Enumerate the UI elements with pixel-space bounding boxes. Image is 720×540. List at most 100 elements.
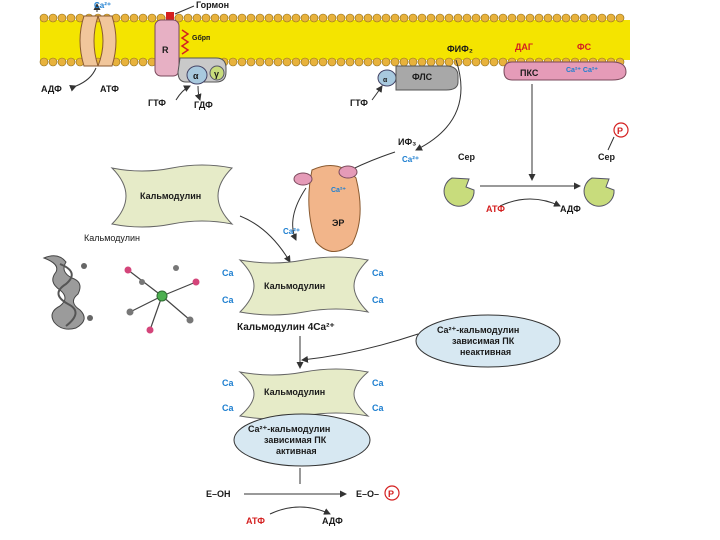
lipid-head [462,13,472,23]
lipid-head [579,13,589,23]
er-ca-label: Ca²⁺ [331,187,346,194]
lipid-head [300,13,310,23]
ip3-receptor-icon [338,165,358,179]
fs-label: ФС [577,42,592,52]
lipid-head [354,57,364,67]
lipid-head [174,13,184,23]
lipid-head [228,57,238,67]
gtf2-label: ГТФ [350,98,368,108]
lipid-head [309,13,319,23]
lipid-head [480,13,490,23]
lipid-head [426,57,436,67]
lipid-head [255,13,265,23]
inactive-kinase-oval: Ca²⁺-кальмодулин зависимая ПК неактивная [415,314,561,368]
calmodulin-top: Кальмодулин [110,164,234,228]
hormone-icon [166,12,174,20]
final-atf-label: АТФ [246,516,265,526]
lipid-head [318,13,328,23]
final-adf-label: АДФ [322,516,343,526]
lipid-head [300,57,310,67]
calmodulin-middle-label: Кальмодулин [264,281,325,291]
alpha2-label: α [383,77,388,84]
ser-atf-label: АТФ [486,204,505,214]
lipid-head [399,13,409,23]
ser-p-label: P [617,126,623,136]
lipid-head [57,13,67,23]
lipid-head [309,57,319,67]
receptor-label: R [162,45,169,55]
g-protein-helix-icon [180,29,190,55]
lipid-head [417,13,427,23]
lipid-head [246,13,256,23]
lipid-head [516,13,526,23]
lipid-head [48,13,58,23]
lipid-head [498,13,508,23]
dag-label: ДАГ [515,42,533,52]
lipid-head [480,57,490,67]
lipid-head [561,13,571,23]
ca-mid-tl: Ca [222,268,234,278]
active-line-3: активная [276,446,317,456]
lipid-head [318,57,328,67]
lipid-head [282,13,292,23]
lipid-head [66,13,76,23]
lipid-head [372,13,382,23]
lipid-head [210,13,220,23]
ca-bot-bl: Ca [222,403,234,413]
lipid-head [327,13,337,23]
lipid-head [201,13,211,23]
lipid-head [57,57,67,67]
lipid-head [138,57,148,67]
lipid-head [192,13,202,23]
lipid-head [291,57,301,67]
lipid-head [489,57,499,67]
phosphate-icon [613,122,629,138]
lipid-head [498,57,508,67]
endoplasmic-reticulum [293,165,361,252]
lipid-head [381,57,391,67]
lipid-head [237,57,247,67]
lipid-head [444,13,454,23]
calmodulin-bottom: Кальмодулин [238,368,370,420]
lipid-head [417,57,427,67]
er-label: ЭР [332,218,344,228]
lipid-head [354,13,364,23]
lipid-head [363,13,373,23]
final-right-label: E–O– [356,489,379,499]
alpha-label: α [193,71,199,81]
lipid-head [588,13,598,23]
flc-label: ФЛС [412,72,433,82]
lipid-head [291,13,301,23]
lipid-head [39,57,49,67]
structure-caption: Кальмодулин [84,233,140,243]
lipid-head [282,57,292,67]
lipid-head [615,13,625,23]
calcium-channel [79,3,117,67]
lipid-head [552,13,562,23]
gtf-label: ГТФ [148,98,166,108]
lipid-head [120,57,130,67]
lipid-head [426,13,436,23]
lipid-head [408,57,418,67]
lipid-head [597,13,607,23]
ca-mid-br: Ca [372,295,384,305]
calmodulin-middle: Кальмодулин [238,256,370,316]
lipid-head [183,13,193,23]
adf-label: АДФ [41,84,62,94]
protein-kinase-c [503,61,627,81]
lipid-head [435,13,445,23]
lipid-head [435,57,445,67]
lipid-head [39,13,49,23]
lipid-head [444,57,454,67]
lipid-head [345,57,355,67]
lipid-head [453,13,463,23]
substrate-serine-icon [443,177,475,207]
lipid-head [129,13,139,23]
lipid-head [336,13,346,23]
lipid-heads-top [39,13,625,23]
lipid-head [471,13,481,23]
g-protein-label: Gбрп [192,34,210,42]
ca-bot-br: Ca [372,403,384,413]
lipid-head [363,57,373,67]
